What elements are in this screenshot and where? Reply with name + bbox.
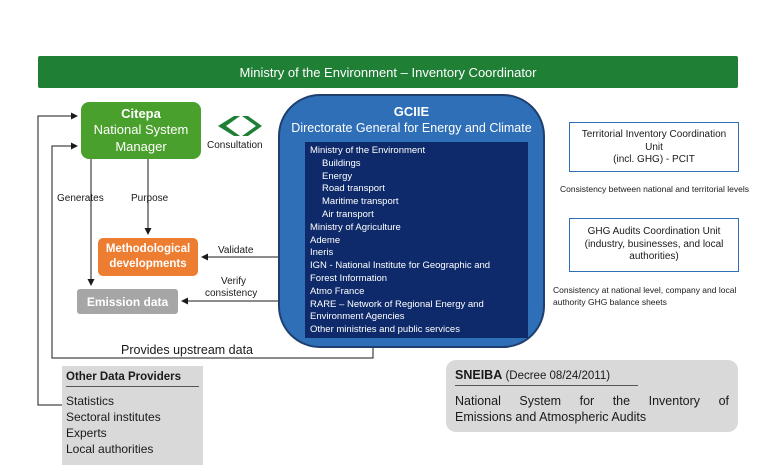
emission-data-box: Emission data xyxy=(77,289,178,314)
list-item: Buildings xyxy=(322,157,361,169)
ghg-note-line2: authority GHG balance sheets xyxy=(553,296,667,307)
upstream-data-line xyxy=(51,142,374,359)
list-item: IGN - National Institute for Geographic … xyxy=(310,260,491,272)
banner-title: Ministry of the Environment – Inventory … xyxy=(239,64,537,80)
methodological-developments-box: Methodological developments xyxy=(98,238,198,276)
emission-data-label: Emission data xyxy=(86,294,169,309)
pcit-line3: (incl. GHG) - PCIT xyxy=(613,154,695,165)
validate-label: Validate xyxy=(218,245,254,256)
verify-label-1: Verify xyxy=(221,276,247,287)
list-item: Sectoral institutes xyxy=(66,410,161,424)
citepa-line2: Manager xyxy=(115,139,167,154)
generates-label: Generates xyxy=(57,193,104,204)
ghg-note: Consistency at national level, company a… xyxy=(553,285,736,308)
list-item: Ademe xyxy=(310,234,341,246)
list-item: Environment Agencies xyxy=(310,311,405,323)
gciie-subtitle: Directorate General for Energy and Clima… xyxy=(291,121,532,135)
list-item: Maritime transport xyxy=(322,196,399,208)
sneiba-heading: SNEIBA (Decree 08/24/2011) xyxy=(455,368,638,386)
citepa-title: Citepa xyxy=(121,106,161,121)
ghg-line2: (industry, businesses, and local xyxy=(584,238,724,250)
verify-label-2: consistency xyxy=(205,288,258,299)
list-item: Ineris xyxy=(310,247,334,259)
pcit-note: Consistency between national and territo… xyxy=(560,184,749,194)
list-item: Statistics xyxy=(66,394,115,408)
list-item: RARE – Network of Regional Energy and xyxy=(310,298,484,310)
citepa-box: Citepa National System Manager xyxy=(81,102,201,159)
purpose-label: Purpose xyxy=(131,193,169,204)
sneiba-box: SNEIBA (Decree 08/24/2011) National Syst… xyxy=(446,360,738,432)
list-item: Air transport xyxy=(322,208,374,220)
list-item: Forest Information xyxy=(310,272,388,284)
sneiba-decree: (Decree 08/24/2011) xyxy=(505,370,611,382)
methodological-line2: developments xyxy=(109,258,187,270)
list-item: Road transport xyxy=(322,183,385,195)
list-item: Atmo France xyxy=(310,285,365,297)
list-item: Other ministries and public services xyxy=(310,324,460,336)
consultation-icon xyxy=(218,116,262,136)
ghg-line1: GHG Audits Coordination Unit xyxy=(587,226,721,237)
pcit-box: Territorial Inventory Coordination Unit … xyxy=(569,122,739,172)
provides-upstream-label: Provides upstream data xyxy=(118,343,257,357)
consultation-label: Consultation xyxy=(207,140,263,151)
ministry-banner: Ministry of the Environment – Inventory … xyxy=(38,56,738,88)
gciie-member-list: Ministry of the Environment Buildings En… xyxy=(305,142,528,338)
methodological-line1: Methodological xyxy=(105,243,191,255)
list-item: Ministry of the Environment xyxy=(310,145,426,156)
list-item: Ministry of Agriculture xyxy=(310,221,401,233)
sneiba-title: SNEIBA xyxy=(455,368,503,382)
other-data-providers-box: Other Data Providers Statistics Sectoral… xyxy=(62,366,203,465)
sneiba-desc-line1: National System for the Inventory of xyxy=(455,394,729,408)
other-providers-title: Other Data Providers xyxy=(66,371,199,387)
providers-to-citepa-line xyxy=(37,112,78,406)
list-item: Energy xyxy=(322,170,353,182)
pcit-line2: Unit xyxy=(645,141,663,153)
list-item: Experts xyxy=(66,426,107,440)
list-item: Local authorities xyxy=(66,442,154,456)
ghg-audits-box: GHG Audits Coordination Unit (industry, … xyxy=(569,218,739,272)
citepa-line1: National System xyxy=(93,122,189,137)
sneiba-desc-line2: Emissions and Atmospheric Audits xyxy=(455,410,647,424)
gciie-title: GCIIE xyxy=(393,104,430,119)
ghg-note-line1: Consistency at national level, company a… xyxy=(553,285,737,295)
ghg-line3: authorities) xyxy=(629,251,679,262)
pcit-line1: Territorial Inventory Coordination xyxy=(581,129,727,140)
